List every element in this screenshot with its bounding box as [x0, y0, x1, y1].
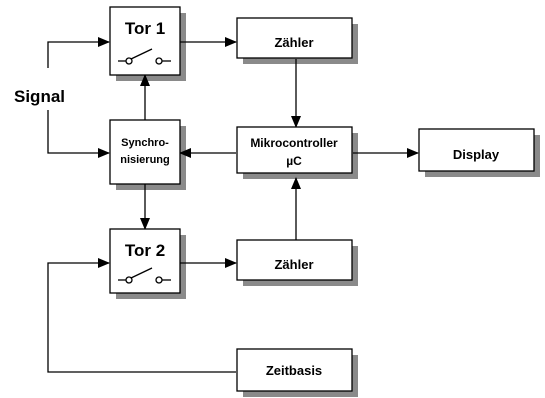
signal-to-synchro-arrow	[47, 110, 110, 158]
signal-label: Signal	[14, 87, 65, 106]
zaehler-bottom-label: Zähler	[274, 257, 313, 272]
zeitbasis-to-tor2-arrow	[47, 258, 236, 373]
switch-icon	[118, 48, 171, 65]
zaehler-top-box	[236, 17, 353, 59]
tor1-box	[109, 6, 181, 76]
display-label: Display	[453, 147, 500, 162]
tor2-box	[109, 228, 181, 294]
zeitbasis-box	[236, 348, 353, 392]
synchro-box	[109, 119, 181, 185]
zaehler-top-label: Zähler	[274, 35, 313, 50]
tor2-label: Tor 2	[125, 241, 165, 260]
mikro-label-line2: µC	[286, 154, 302, 168]
zaehler-bottom-box	[236, 239, 353, 281]
boxes	[109, 6, 535, 392]
synchro-label-line1: Synchro-	[121, 137, 169, 149]
display-box	[418, 128, 535, 172]
switch-icon	[118, 267, 171, 284]
zeitbasis-label: Zeitbasis	[266, 363, 322, 378]
mikro-label-line1: Mikrocontroller	[250, 136, 338, 150]
tor1-label: Tor 1	[125, 19, 165, 38]
mikro-box	[236, 126, 353, 174]
connectors	[47, 37, 419, 373]
signal-to-tor1-arrow	[47, 37, 110, 68]
synchro-label-line2: nisierung	[120, 154, 170, 166]
